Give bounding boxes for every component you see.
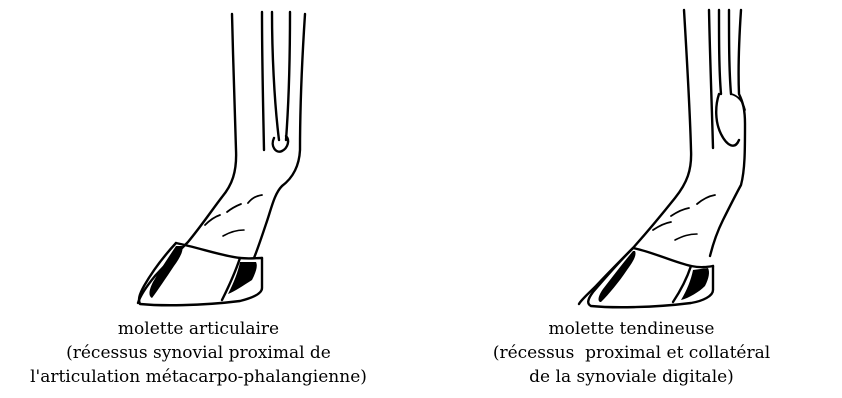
hoof-shading: [599, 251, 709, 302]
tendon-line-2: [272, 12, 279, 140]
caption-subtitle-line-1: (récessus proximal et collatéral: [421, 341, 842, 365]
pastern-detail-4: [223, 230, 244, 236]
tendinous-recess-swelling: [716, 94, 739, 146]
limb-back-outline: [710, 10, 745, 256]
caption-subtitle-line-2: l'articulation métacarpo-phalangienne): [0, 365, 409, 389]
horse-lower-leg-right-drawing: [421, 0, 842, 320]
pastern-detail-1: [671, 208, 689, 216]
pastern-detail-3: [248, 195, 262, 203]
limb-front-outline: [138, 14, 236, 303]
caption-molette-articulaire: molette articulaire (récessus synovial p…: [0, 317, 409, 389]
tendon-line-3: [729, 10, 731, 94]
tendon-line-1: [709, 10, 713, 148]
caption-title: molette articulaire: [0, 317, 409, 341]
tendon-line-3: [286, 12, 290, 140]
coronet-band: [633, 248, 713, 267]
caption-subtitle-line-2: de la synoviale digitale): [421, 365, 842, 389]
caption-molette-tendineuse: molette tendineuse (récessus proximal et…: [421, 317, 842, 389]
pastern-detail-1: [227, 204, 241, 212]
pastern-detail-3: [697, 195, 715, 204]
figure-molette-tendineuse: molette tendineuse (récessus proximal et…: [421, 0, 842, 398]
horse-lower-leg-left-drawing: [0, 0, 421, 320]
caption-subtitle-line-1: (récessus synovial proximal de: [0, 341, 409, 365]
pastern-detail-4: [675, 234, 697, 240]
coronet-band: [176, 243, 262, 258]
tendon-line-1: [262, 12, 264, 150]
tendon-line-2: [719, 10, 721, 94]
figure-molette-articulaire: molette articulaire (récessus synovial p…: [0, 0, 421, 398]
caption-title: molette tendineuse: [421, 317, 842, 341]
